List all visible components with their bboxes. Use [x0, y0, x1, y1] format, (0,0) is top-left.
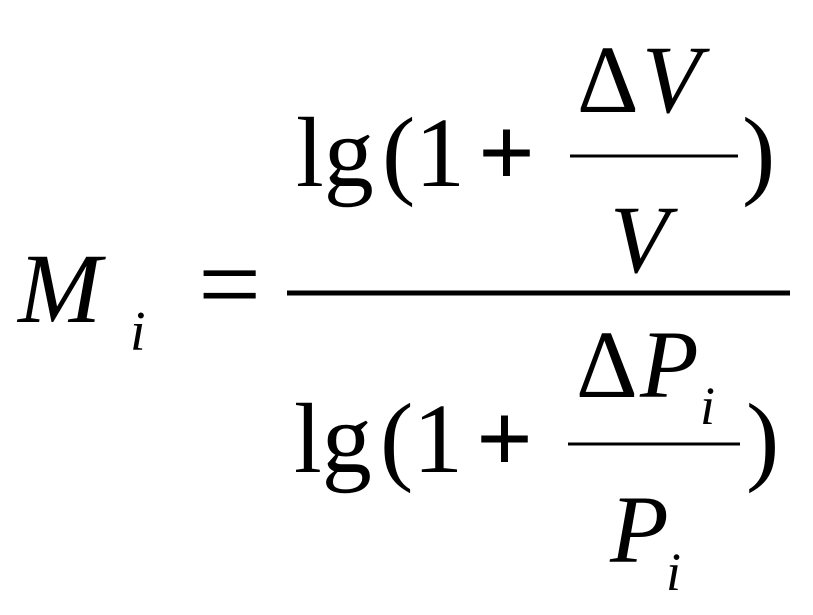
equals-sign: =: [198, 223, 261, 347]
denominator-inner-denominator-subscript: i: [666, 542, 681, 602]
denominator-function: lg: [294, 383, 372, 494]
numerator-inner-delta: Δ: [577, 26, 639, 133]
numerator-function: lg: [296, 97, 374, 208]
numerator-close-paren: ): [742, 97, 775, 208]
denominator-plus: +: [476, 383, 533, 494]
numerator-one: 1: [415, 97, 465, 208]
denominator-inner-denominator-var: P: [609, 476, 669, 583]
numerator-inner-denominator-var: V: [610, 186, 678, 293]
lhs-symbol: M: [16, 233, 106, 344]
lhs-subscript: i: [130, 301, 146, 363]
denominator-inner-var-subscript: i: [700, 376, 715, 436]
numerator-plus: +: [478, 97, 535, 208]
denominator-close-paren: ): [746, 383, 779, 494]
denominator-open-paren: (: [380, 383, 413, 494]
numerator-open-paren: (: [382, 97, 415, 208]
numerator-inner-var: V: [642, 26, 710, 133]
denominator-one: 1: [413, 383, 463, 494]
denominator-inner-var: P: [639, 311, 699, 418]
denominator-inner-delta: Δ: [576, 311, 638, 418]
